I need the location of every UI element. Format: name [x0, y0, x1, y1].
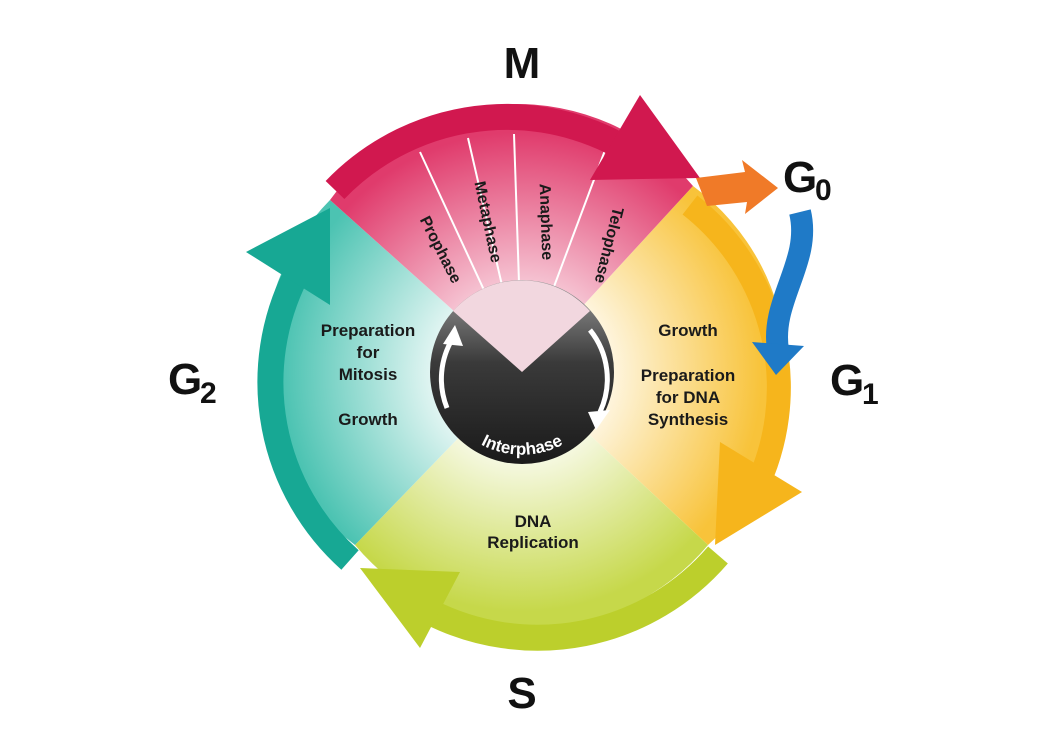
svg-text:2: 2 — [200, 377, 217, 410]
g2-description: Preparation for Mitosis Growth — [321, 321, 415, 429]
g1-phase-label: G 1 — [830, 356, 879, 411]
s-sector — [355, 372, 708, 628]
interphase-cycle-arrow-right — [588, 328, 610, 414]
svg-text:G: G — [168, 355, 202, 404]
s-description: DNA Replication — [487, 512, 579, 552]
svg-text:Replication: Replication — [487, 533, 579, 552]
svg-text:0: 0 — [815, 174, 832, 207]
svg-text:G: G — [830, 356, 864, 405]
svg-text:DNA: DNA — [515, 512, 552, 531]
interphase-arrowhead-left — [443, 325, 463, 346]
svg-text:1: 1 — [862, 378, 879, 411]
m-phase-arrow — [325, 95, 700, 200]
svg-text:Synthesis: Synthesis — [648, 410, 728, 429]
s-phase-label: S — [507, 669, 536, 718]
m-phase-label: M — [504, 39, 541, 88]
g0-phase-label: G 0 — [783, 153, 832, 207]
svg-text:G: G — [783, 153, 817, 202]
interphase-core-notch — [453, 280, 590, 372]
interphase-arrowhead-right — [588, 410, 610, 430]
svg-text:for: for — [357, 343, 380, 362]
g1-description: Growth Preparation for DNA Synthesis — [641, 321, 735, 429]
svg-text:for DNA: for DNA — [656, 388, 720, 407]
svg-text:Growth: Growth — [338, 410, 398, 429]
g2-phase-label: G 2 — [168, 355, 217, 410]
g2-phase-arrow — [246, 208, 359, 570]
g0-exit-arrow — [696, 160, 778, 214]
s-phase-arrow — [360, 546, 728, 651]
g0-return-arrow — [752, 209, 814, 375]
svg-text:Growth: Growth — [658, 321, 718, 340]
svg-text:Preparation: Preparation — [641, 366, 735, 385]
anaphase-label: Anaphase — [536, 183, 556, 260]
svg-text:Preparation: Preparation — [321, 321, 415, 340]
svg-text:Mitosis: Mitosis — [339, 365, 398, 384]
